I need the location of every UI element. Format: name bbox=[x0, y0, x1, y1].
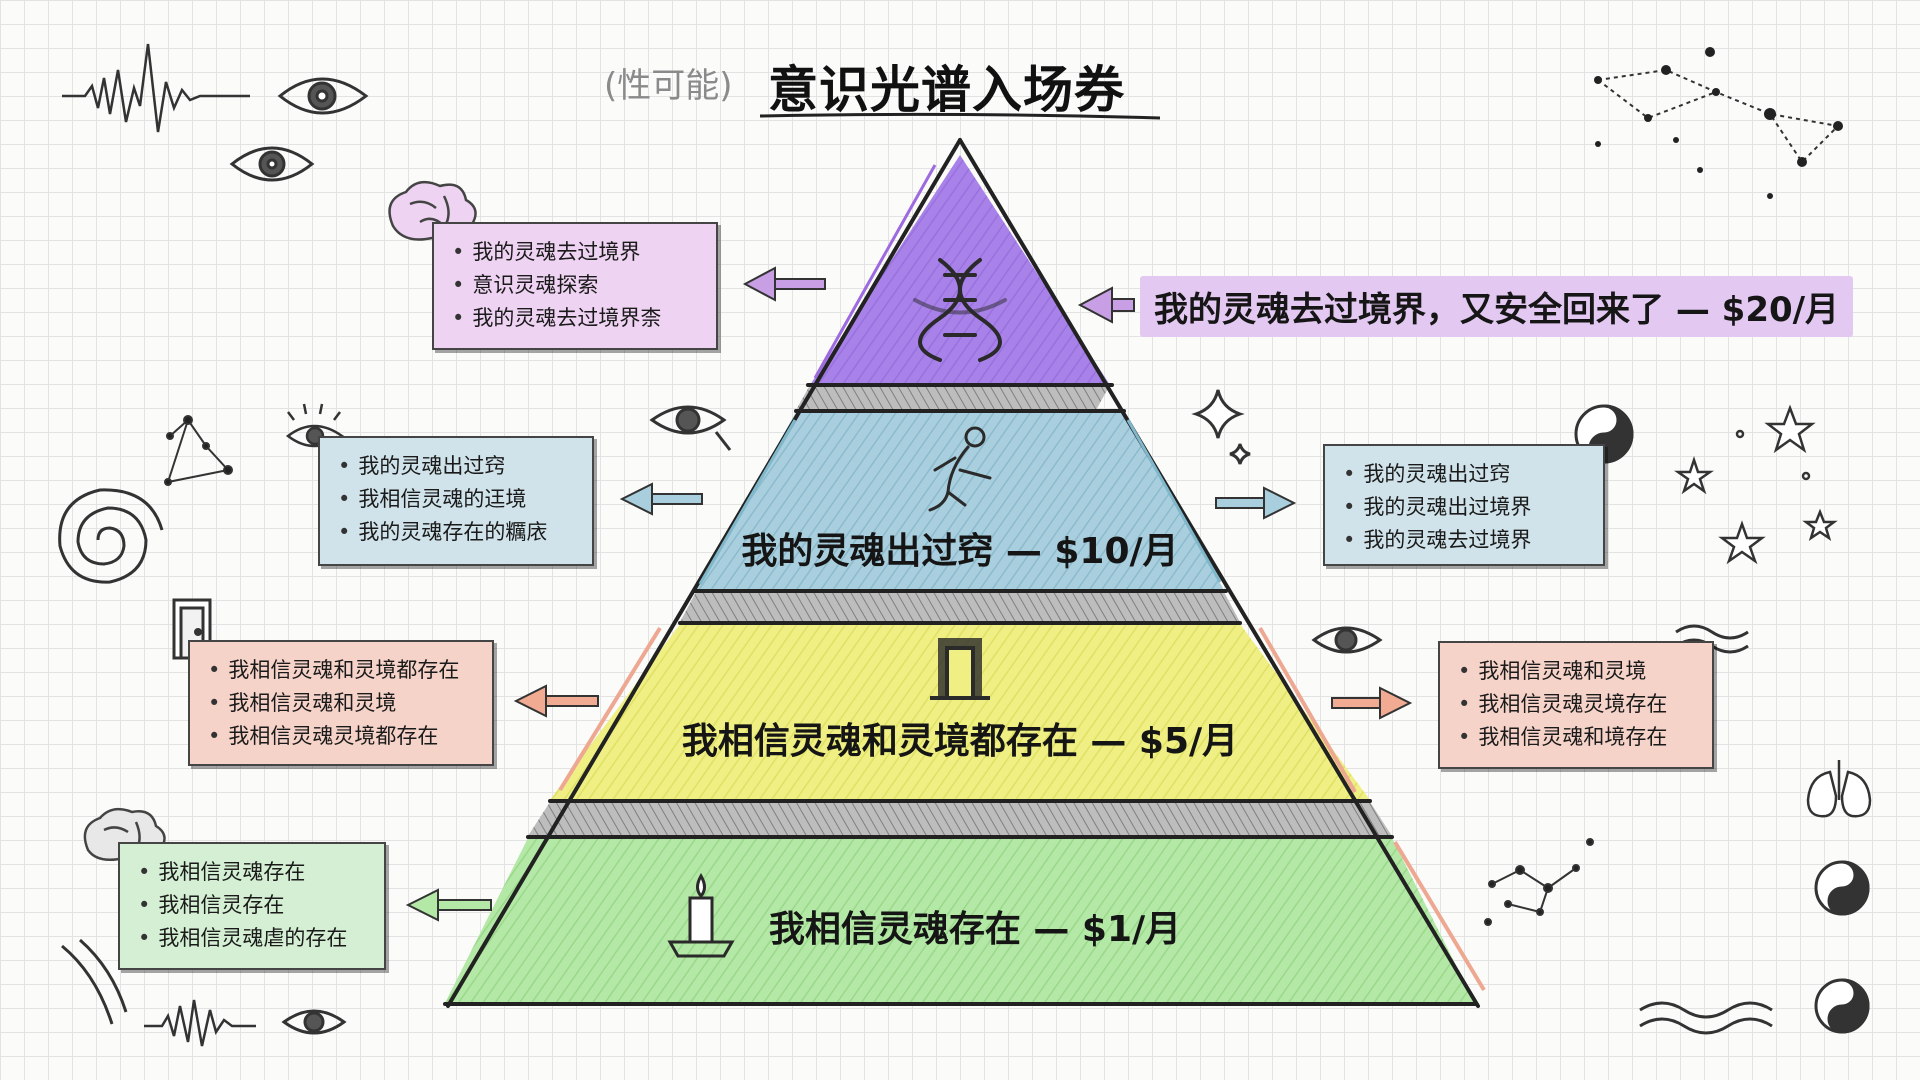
eye-icon bbox=[281, 1009, 347, 1035]
arrow-top-callout bbox=[1077, 286, 1135, 324]
yin-yang-icon bbox=[1814, 860, 1870, 916]
pyramid-band-1 bbox=[796, 385, 1110, 410]
doorway-icon bbox=[930, 638, 990, 700]
note-item: 我的灵魂去过境界 bbox=[452, 236, 700, 269]
floating-person-icon bbox=[928, 426, 992, 512]
sparkle-icon bbox=[1191, 389, 1251, 465]
tier-label-10: 我的灵魂出过窍 — $10/月 bbox=[741, 531, 1179, 572]
yin-yang-icon bbox=[1814, 978, 1870, 1034]
soundwave-icon bbox=[62, 43, 250, 133]
edge-blue bbox=[698, 419, 797, 585]
pyramid-tier-purple bbox=[810, 155, 1110, 385]
note-item: 我相信灵魂存在 bbox=[138, 856, 368, 889]
pyramid-tier-yellow bbox=[550, 624, 1370, 800]
note-item: 我的灵魂去过境界柰 bbox=[452, 302, 700, 335]
note-item: 我相信灵魂和灵境都存在 bbox=[208, 654, 476, 687]
note-item: 我相信灵魂的迋境 bbox=[338, 483, 576, 516]
candle-icon bbox=[667, 873, 735, 958]
eye-icon bbox=[277, 77, 369, 115]
wave-lines-icon bbox=[61, 938, 128, 1025]
note-item: 我相信灵魂和境存在 bbox=[1458, 721, 1696, 754]
tier-label-5: 我相信灵魂和灵境都存在 — $5/月 bbox=[681, 721, 1239, 762]
note-blue-left: 我的灵魂出过窍 我相信灵魂的迋境 我的灵魂存在的糲庡 bbox=[318, 436, 594, 566]
edge-red-r2 bbox=[1393, 840, 1486, 992]
edge-red-l bbox=[558, 626, 662, 792]
arrow-left-green bbox=[405, 888, 492, 922]
note-item: 我的灵魂出过境界 bbox=[1343, 491, 1587, 524]
note-item: 我的灵魂存在的糲庡 bbox=[338, 516, 576, 549]
spiral-icon bbox=[58, 488, 164, 584]
arrow-left-blue bbox=[619, 482, 703, 516]
note-item: 意识灵魂探索 bbox=[452, 269, 700, 302]
note-item: 我的灵魂去过境界 bbox=[1343, 524, 1587, 557]
constellation-icon bbox=[1594, 47, 1843, 199]
tier-label-20: 我的灵魂去过境界，又安全回来了 — $20/月 bbox=[1140, 276, 1854, 337]
tier-label-1: 我相信灵魂存在 — $1/月 bbox=[768, 909, 1182, 950]
arrow-right-blue bbox=[1215, 486, 1297, 520]
note-purple: 我的灵魂去过境界 意识灵魂探索 我的灵魂去过境界柰 bbox=[432, 222, 718, 350]
soundwave-icon bbox=[144, 999, 256, 1047]
note-item: 我的灵魂出过窍 bbox=[338, 450, 576, 483]
arrow-left-purple bbox=[742, 266, 826, 302]
lungs-icon bbox=[1806, 760, 1872, 818]
arrow-left-red bbox=[513, 684, 599, 718]
constellation-icon bbox=[1484, 838, 1594, 926]
title-underline bbox=[759, 112, 1161, 120]
dna-icon bbox=[913, 258, 1007, 362]
edge-purple bbox=[813, 164, 937, 379]
note-red-right: 我相信灵魂和灵境 我相信灵魂灵境存在 我相信灵魂和境存在 bbox=[1438, 641, 1714, 769]
note-red-left: 我相信灵魂和灵境都存在 我相信灵魂和灵境 我相信灵魂灵境都存在 bbox=[188, 640, 494, 766]
note-blue-right: 我的灵魂出过窍 我的灵魂出过境界 我的灵魂去过境界 bbox=[1323, 444, 1605, 566]
note-item: 我相信灵魂和灵境 bbox=[1458, 655, 1696, 688]
note-item: 我的灵魂出过窍 bbox=[1343, 458, 1587, 491]
note-item: 我相信灵存在 bbox=[138, 889, 368, 922]
page-title: 意识光谱入场券 bbox=[768, 61, 1125, 119]
wave-lines-icon bbox=[1639, 1001, 1773, 1035]
note-item: 我相信灵魂灵境存在 bbox=[1458, 688, 1696, 721]
eye-icon bbox=[229, 146, 315, 182]
note-item: 我相信灵魂虐的存在 bbox=[138, 922, 368, 955]
pyramid-outline bbox=[443, 138, 1480, 1008]
note-green: 我相信灵魂存在 我相信灵存在 我相信灵魂虐的存在 bbox=[118, 842, 386, 970]
eye-icon bbox=[1311, 626, 1383, 654]
constellation-icon bbox=[164, 415, 233, 486]
edge-blue-r bbox=[1126, 419, 1222, 583]
pyramid-band-3 bbox=[528, 802, 1392, 836]
pyramid-band-2 bbox=[680, 592, 1240, 622]
edge-red-r bbox=[1258, 626, 1357, 794]
arrow-right-red bbox=[1331, 686, 1413, 720]
eye-icon bbox=[649, 405, 732, 451]
note-item: 我相信灵魂和灵境 bbox=[208, 687, 476, 720]
title-prefix: (性可能) bbox=[604, 66, 733, 106]
star-icon bbox=[1674, 404, 1838, 565]
note-item: 我相信灵魂灵境都存在 bbox=[208, 720, 476, 753]
